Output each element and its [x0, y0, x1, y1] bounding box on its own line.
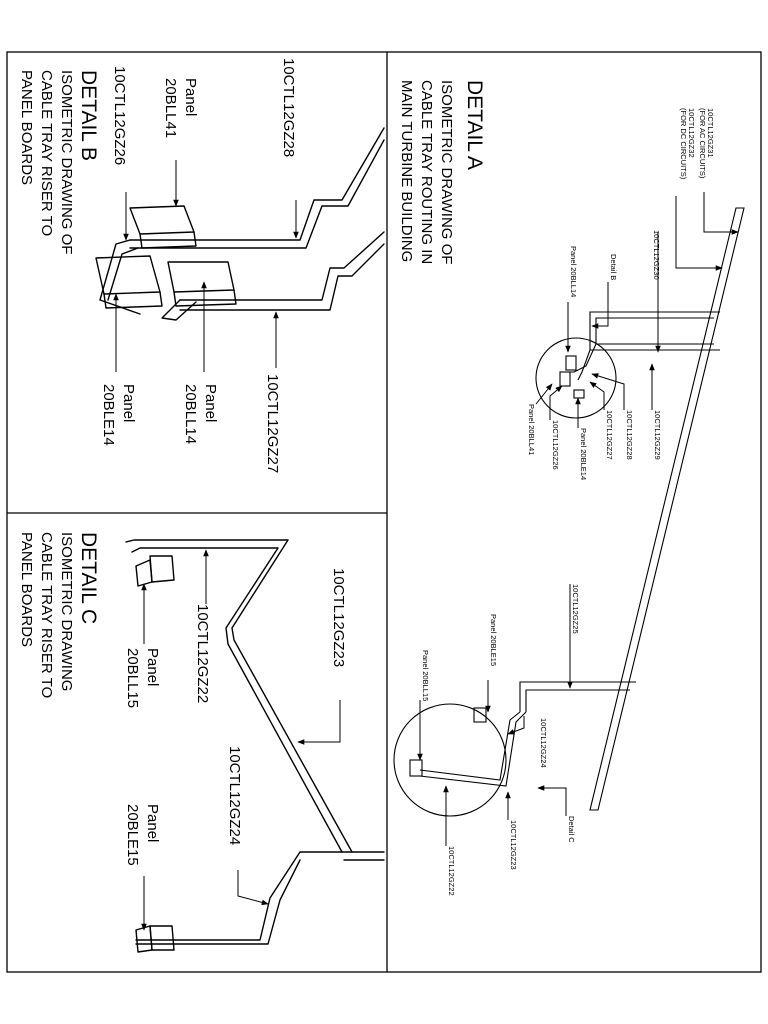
detail-c-callout-circle [393, 703, 507, 817]
detail-b-label-panel-bll14-line2: 20BLL14 [182, 384, 199, 444]
detail-b-labels: 10CTL12GZ28 Panel 20BLL41 10CTL12GZ26 10… [100, 58, 297, 473]
detail-b-label-panel-ble14-line1: Panel [120, 384, 137, 422]
detail-b-panel: DETAIL B ISOMETRIC DRAWING OF CABLE TRAY… [18, 58, 385, 473]
detail-c-subtitle-line-1: ISOMETRIC DRAWING [58, 532, 75, 691]
detail-c-label-panel-ble15-line2: 20BLE15 [124, 804, 141, 866]
detail-b-panel-boxes [95, 205, 237, 309]
detail-a-subtitle-line-3: MAIN TURBINE BUILDING [398, 80, 415, 262]
detail-b-callout-circle [535, 337, 617, 419]
detail-b-label-gz26: 10CTL12GZ26 [111, 66, 128, 165]
detail-c-leaders [141, 549, 341, 931]
label-detail-b: Detail B [609, 254, 618, 280]
detail-b-label-gz27: 10CTL12GZ27 [264, 374, 281, 473]
label-gz32: 10CTL12GZ32 [687, 108, 696, 158]
detail-b-label-panel-bll14-line1: Panel [202, 384, 219, 422]
label-detail-c: Detail C [567, 816, 576, 843]
detail-a-labels: 10CTL12GZ31 (FOR AC CIRCUITS) 10CTL12GZ3… [421, 108, 715, 896]
detail-c-panel: DETAIL C ISOMETRIC DRAWING CABLE TRAY RI… [18, 532, 385, 953]
label-gz28: 10CTL12GZ28 [625, 410, 634, 460]
sheet-frame [6, 51, 762, 973]
detail-c-subtitle-line-2: CABLE TRAY RISER TO [38, 532, 55, 698]
detail-c-tray [125, 539, 385, 945]
label-gz27: 10CTL12GZ27 [605, 410, 614, 460]
detail-b-title-block: DETAIL B ISOMETRIC DRAWING OF CABLE TRAY… [18, 70, 100, 254]
label-gz30: 10CTL12GZ30 [652, 230, 661, 280]
label-gz31: 10CTL12GZ31 [706, 108, 715, 158]
detail-a-subtitle-line-2: CABLE TRAY ROUTING IN [418, 80, 435, 264]
detail-a-leaders [417, 192, 739, 846]
detail-c-panel-boxes [135, 555, 175, 953]
detail-c-label-gz23: 10CTL12GZ23 [330, 568, 347, 667]
label-gz31-note: (FOR AC CIRCUITS) [698, 108, 707, 179]
detail-c-label-gz24: 10CTL12GZ24 [226, 746, 243, 845]
label-gz24: 10CTL12GZ24 [539, 718, 548, 768]
label-gz22: 10CTL12GZ22 [447, 846, 456, 896]
detail-b-label-panel-bll41-line1: Panel [182, 78, 199, 116]
detail-b-subtitle-line-3: PANEL BOARDS [18, 70, 35, 185]
label-gz32-note: (FOR DC CIRCUITS) [679, 108, 688, 180]
detail-b-subtitle-line-1: ISOMETRIC DRAWING OF [58, 70, 75, 254]
detail-a-title-block: DETAIL A ISOMETRIC DRAWING OF CABLE TRAY… [398, 80, 486, 264]
label-gz23: 10CTL12GZ23 [509, 820, 518, 870]
label-gz25: 10CTL12GZ25 [571, 584, 580, 634]
detail-a-subtitle-line-1: ISOMETRIC DRAWING OF [438, 80, 455, 264]
label-panel-bll14: Panel 20BLL14 [569, 246, 578, 297]
detail-c-subtitle-line-3: PANEL BOARDS [18, 532, 35, 647]
detail-a-panels [409, 355, 585, 777]
detail-b-title: DETAIL B [77, 70, 100, 161]
detail-b-label-panel-bll41-line2: 20BLL41 [162, 78, 179, 138]
detail-a-panel: DETAIL A ISOMETRIC DRAWING OF CABLE TRAY… [393, 80, 745, 896]
detail-c-title-block: DETAIL C ISOMETRIC DRAWING CABLE TRAY RI… [18, 532, 100, 698]
detail-b-leaders [113, 160, 299, 372]
detail-c-label-panel-bll15-line1: Panel [144, 648, 161, 686]
label-panel-ble14: Panel 20BLE14 [579, 428, 588, 480]
detail-b-subtitle-line-2: CABLE TRAY RISER TO [38, 70, 55, 236]
detail-b-trays [99, 127, 385, 321]
detail-b-label-gz28: 10CTL12GZ28 [280, 58, 297, 157]
detail-a-title: DETAIL A [463, 80, 486, 170]
label-gz26: 10CTL12GZ26 [551, 420, 560, 470]
detail-c-label-panel-bll15-line2: 20BLL15 [124, 648, 141, 708]
detail-c-label-panel-ble15-line1: Panel [144, 804, 161, 842]
label-panel-bll15: Panel 20BLL15 [421, 650, 430, 701]
detail-c-title: DETAIL C [77, 532, 100, 624]
detail-b-label-panel-ble14-line2: 20BLE14 [100, 384, 117, 446]
detail-c-label-gz22: 10CTL12GZ22 [194, 604, 211, 703]
label-panel-ble15: Panel 20BLE15 [489, 614, 498, 666]
detail-c-labels: 10CTL12GZ23 10CTL12GZ22 Panel 20BLL15 10… [124, 568, 347, 866]
detail-a-tray-routing [419, 207, 745, 811]
label-gz29: 10CTL12GZ29 [653, 410, 662, 460]
label-panel-bll41: Panel 20BLL41 [527, 404, 536, 455]
